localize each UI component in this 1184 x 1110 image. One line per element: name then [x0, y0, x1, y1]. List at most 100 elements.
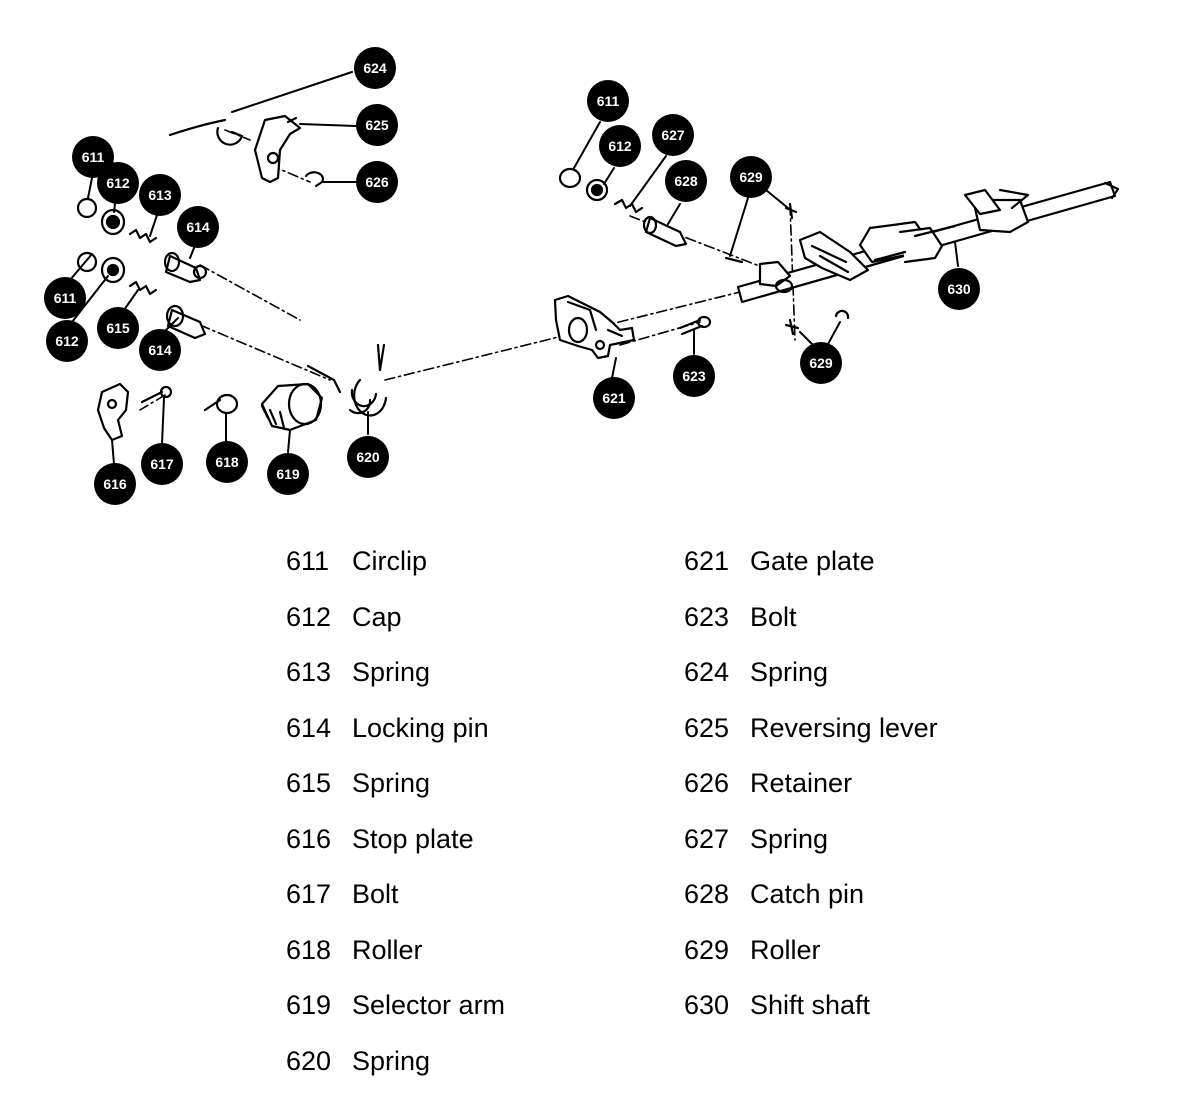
callout-618: 618	[206, 441, 248, 483]
callout-611-lower-left: 611	[44, 277, 86, 319]
legend-part-number: 628	[684, 879, 730, 910]
reversing-lever-group	[168, 114, 325, 188]
svg-text:621: 621	[602, 390, 626, 406]
svg-text:612: 612	[55, 333, 79, 349]
legend-part-name: Cap	[352, 601, 402, 632]
callout-612-right: 612	[599, 125, 641, 167]
legend-part-name: Retainer	[750, 768, 853, 799]
legend-part-number: 615	[286, 768, 332, 799]
callout-621: 621	[593, 377, 635, 419]
legend-part-number: 617	[286, 879, 332, 910]
svg-text:623: 623	[682, 368, 706, 384]
legend-item: 624 Spring	[684, 645, 938, 701]
legend-part-name: Reversing lever	[750, 712, 938, 743]
svg-text:629: 629	[739, 169, 763, 185]
legend-part-name: Spring	[750, 823, 829, 854]
legend-item: 627 Spring	[684, 812, 938, 868]
svg-text:625: 625	[365, 117, 389, 133]
legend-part-number: 621	[684, 546, 730, 577]
legend-part-name: Shift shaft	[750, 990, 871, 1021]
left-lower-parts	[76, 251, 207, 340]
legend-item: 625 Reversing lever	[684, 701, 938, 757]
legend-item: 620 Spring	[286, 1034, 505, 1090]
exploded-parts-diagram: 624 625 626 611 612 613 614 611 612 615 …	[44, 47, 1120, 505]
legend-part-name: Spring	[352, 768, 431, 799]
svg-text:626: 626	[365, 174, 389, 190]
callout-626: 626	[356, 161, 398, 203]
legend-item: 611 Circlip	[286, 534, 505, 590]
svg-text:627: 627	[661, 127, 685, 143]
legend-part-number: 618	[286, 934, 332, 965]
callout-619: 619	[267, 453, 309, 495]
svg-text:613: 613	[148, 187, 172, 203]
callout-620: 620	[347, 436, 389, 478]
callout-615: 615	[97, 307, 139, 349]
callout-612-lower-left: 612	[46, 320, 88, 362]
legend-part-number: 625	[684, 712, 730, 743]
svg-text:616: 616	[103, 476, 127, 492]
callout-627: 627	[652, 114, 694, 156]
legend-part-name: Circlip	[352, 546, 428, 577]
svg-text:612: 612	[608, 138, 632, 154]
legend-part-name: Gate plate	[750, 546, 875, 577]
svg-text:611: 611	[82, 149, 105, 165]
svg-text:617: 617	[150, 456, 174, 472]
callout-629-lower: 629	[800, 342, 842, 384]
svg-text:611: 611	[597, 93, 620, 109]
legend-part-name: Roller	[750, 934, 821, 965]
legend-item: 629 Roller	[684, 923, 938, 979]
legend-part-name: Spring	[352, 657, 431, 688]
shift-shaft	[736, 180, 1120, 304]
legend-part-name: Selector arm	[352, 990, 506, 1021]
svg-text:624: 624	[363, 60, 387, 76]
svg-text:629: 629	[809, 355, 833, 371]
callout-614-lower: 614	[139, 329, 181, 371]
legend-part-number: 620	[286, 1045, 332, 1076]
svg-text:614: 614	[186, 219, 210, 235]
legend-part-number: 624	[684, 657, 730, 688]
legend-part-number: 630	[684, 990, 730, 1021]
legend-item: 630 Shift shaft	[684, 978, 938, 1034]
roller-parts	[724, 202, 850, 336]
legend-part-number: 627	[684, 823, 730, 854]
callout-616: 616	[94, 463, 136, 505]
callout-630: 630	[938, 268, 980, 310]
callouts: 624 625 626 611 612 613 614 611 612 615 …	[44, 47, 980, 505]
svg-text:615: 615	[106, 320, 130, 336]
legend-part-number: 616	[286, 823, 332, 854]
svg-text:618: 618	[215, 454, 239, 470]
svg-text:620: 620	[356, 449, 380, 465]
bolt-623-part	[678, 315, 712, 336]
left-upper-parts	[76, 197, 208, 284]
legend-item: 621 Gate plate	[684, 534, 938, 590]
legend-item: 612 Cap	[286, 590, 505, 646]
svg-text:611: 611	[54, 290, 77, 306]
legend-part-number: 623	[684, 601, 730, 632]
callout-614-upper: 614	[177, 206, 219, 248]
callout-623: 623	[673, 355, 715, 397]
legend-part-number: 611	[286, 546, 330, 577]
callout-611-right: 611	[587, 80, 629, 122]
callout-625: 625	[356, 104, 398, 146]
callout-628: 628	[665, 160, 707, 202]
stop-plate-group	[96, 382, 173, 442]
callout-624: 624	[354, 47, 396, 89]
callout-613: 613	[139, 174, 181, 216]
legend-part-name: Spring	[750, 657, 829, 688]
legend-part-number: 619	[286, 990, 332, 1021]
callout-617: 617	[141, 443, 183, 485]
svg-text:628: 628	[674, 173, 698, 189]
legend-part-name: Spring	[352, 1045, 431, 1076]
legend-part-number: 629	[684, 934, 730, 965]
selector-arm-group	[203, 343, 388, 432]
legend-part-number: 612	[286, 601, 332, 632]
